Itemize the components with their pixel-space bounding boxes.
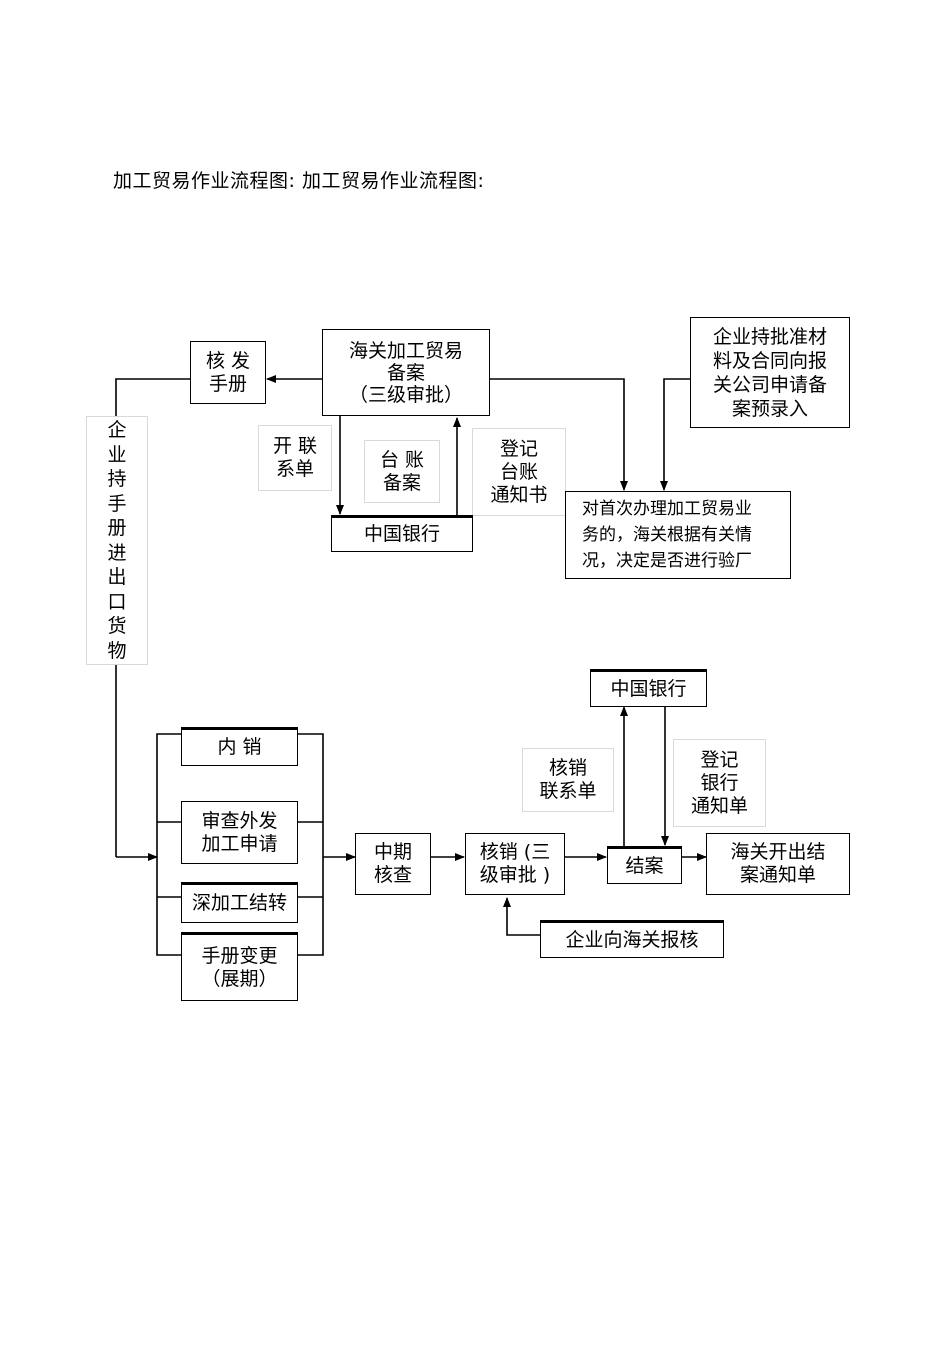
customs-record-box: 海关加工贸易 备案 （三级审批）: [322, 329, 490, 416]
bank-bottom-box: 中国银行: [590, 669, 707, 707]
deep-processing-box: 深加工结转: [181, 882, 298, 923]
bank-top-box: 中国银行: [331, 515, 473, 552]
enterprise-manual-goods-box: 企 业 持 手 册 进 出 口 货 物: [86, 416, 148, 665]
arrow-record-to-note: [490, 378, 628, 491]
register-bank-notice-box: 登记 银行 通知单: [673, 739, 766, 827]
register-ledger-notice-box: 登记 台账 通知书: [472, 428, 566, 516]
arrow-report-to-verification: [503, 897, 540, 936]
verification-box: 核销 (三 级审批 ): [465, 833, 565, 895]
manual-change-box: 手册变更 （展期）: [181, 932, 298, 1001]
midterm-check-box: 中期 核查: [355, 833, 431, 895]
review-outsourcing-box: 审查外发 加工申请: [181, 801, 298, 864]
arrow-approval-to-note: [660, 378, 690, 491]
page-title: 加工贸易作业流程图: 加工贸易作业流程图:: [113, 170, 485, 192]
customs-close-notice-box: 海关开出结 案通知单: [706, 833, 850, 895]
verification-contact-box: 核销 联系单: [522, 748, 614, 812]
domestic-sale-box: 内 销: [181, 727, 298, 766]
enterprise-report-box: 企业向海关报核: [540, 920, 724, 958]
enterprise-approval-box: 企业持批准材 料及合同向报 关公司申请备 案预录入: [690, 317, 850, 428]
bracket-left: [156, 733, 181, 956]
line-manual-to-left: [115, 378, 190, 416]
close-case-box: 结案: [607, 846, 682, 884]
bracket-right: [298, 733, 324, 956]
issue-manual-box: 核 发 手册: [190, 341, 266, 404]
first-time-note-box: 对首次办理加工贸易业 务的，海关根据有关情 况，决定是否进行验厂: [565, 491, 791, 579]
ledger-record-box: 台 账 备案: [364, 440, 440, 503]
open-contact-box: 开 联 系单: [258, 425, 332, 491]
